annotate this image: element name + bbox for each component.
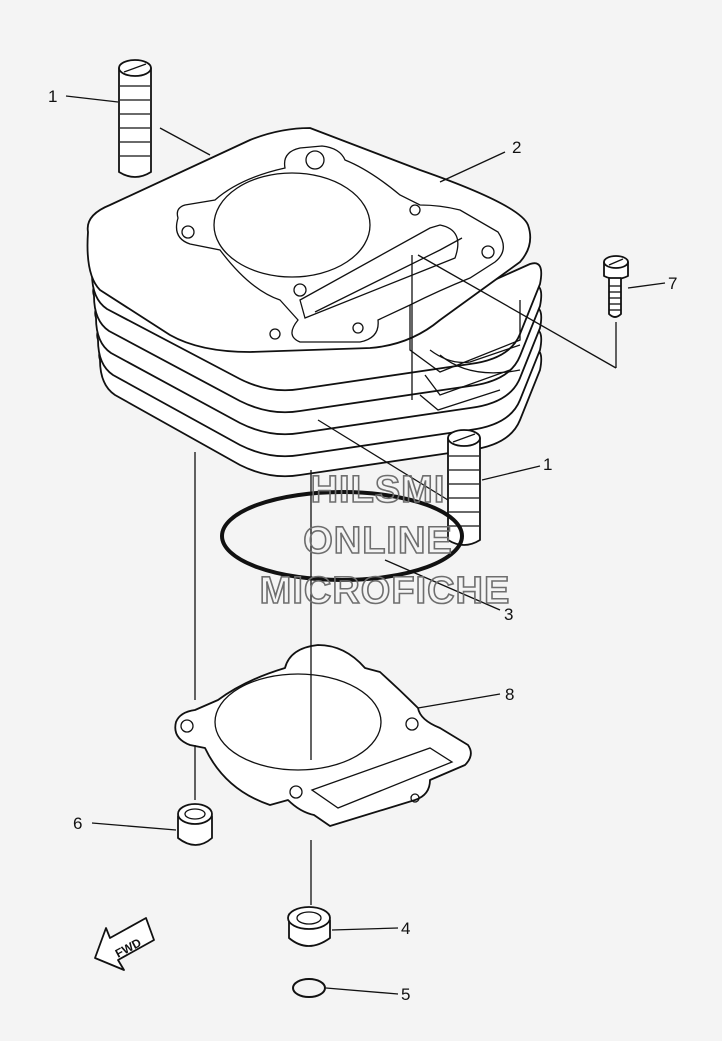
watermark-line-1: HILSMI [311, 469, 446, 511]
fwd-arrow-icon: FWD [94, 917, 155, 971]
callout-4: 4 [401, 919, 410, 938]
cylinder-body[interactable] [86, 127, 543, 478]
callout-1-top: 1 [48, 87, 57, 106]
dowel-collar-lower[interactable] [287, 906, 331, 947]
dowel-collar[interactable] [177, 803, 213, 846]
callout-3: 3 [504, 605, 513, 624]
cylinder-base-gasket[interactable] [174, 644, 472, 827]
callout-8: 8 [505, 685, 514, 704]
callout-2: 2 [512, 138, 521, 157]
o-ring-small[interactable] [292, 978, 326, 998]
dowel-pin-top-left[interactable] [118, 59, 152, 178]
alignment-lines [194, 255, 413, 905]
watermark-line-2: ONLINE [303, 520, 453, 562]
callout-labels: 1 2 7 1 3 8 6 4 5 [48, 87, 677, 1004]
callout-5: 5 [401, 985, 410, 1004]
bolt[interactable] [603, 255, 629, 318]
o-ring-large[interactable] [220, 490, 464, 582]
watermark: HILSMI ONLINE MICROFICHE [259, 468, 511, 613]
leader-lines [65, 95, 666, 995]
watermark-line-3: MICROFICHE [260, 570, 511, 612]
callout-1-right: 1 [543, 455, 552, 474]
dowel-pin-right[interactable] [447, 429, 481, 546]
callout-6: 6 [73, 814, 82, 833]
callout-7: 7 [668, 274, 677, 293]
